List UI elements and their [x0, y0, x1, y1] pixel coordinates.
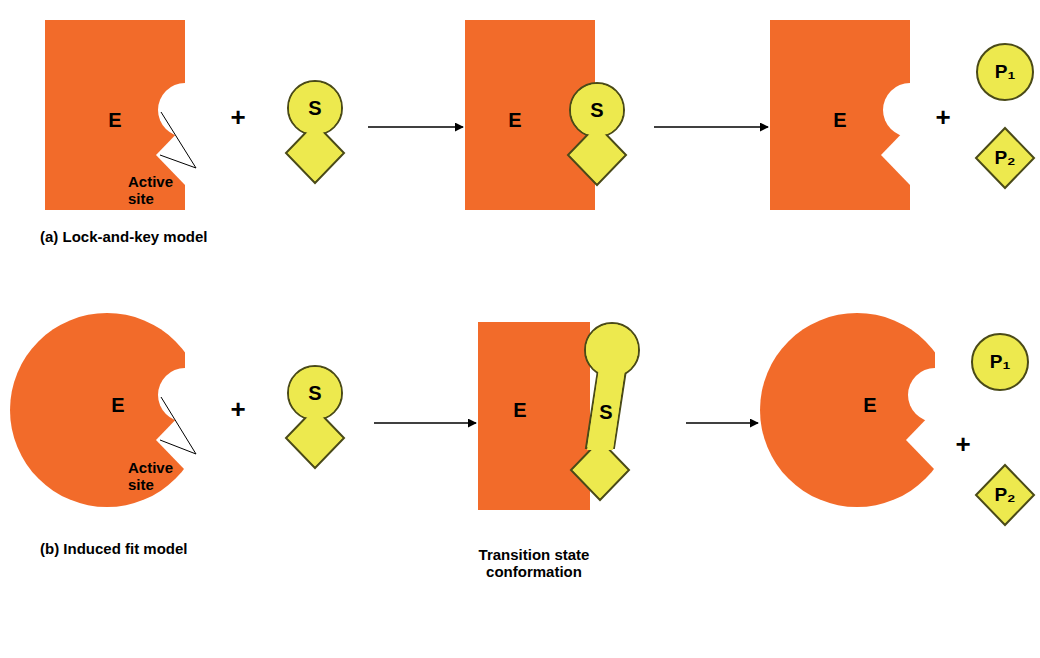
- substrate: S: [568, 83, 626, 185]
- state-caption: Transition state conformation: [459, 546, 609, 581]
- plus-sign: +: [955, 430, 970, 460]
- substrate-shape: [286, 366, 344, 468]
- reaction-arrow: [654, 126, 768, 128]
- panel-caption: (a) Lock-and-key model: [40, 228, 208, 245]
- active-site-label: Active site: [128, 459, 190, 494]
- substrate: S: [571, 323, 641, 500]
- active-site-label: Active site: [128, 173, 190, 208]
- shape-letter: E: [863, 394, 876, 416]
- shape-letter: S: [590, 99, 603, 121]
- reaction-arrow: [374, 422, 476, 424]
- product-diamond: P₂: [976, 128, 1034, 188]
- shape-letter: P₁: [995, 62, 1016, 83]
- product-circle: [972, 334, 1028, 390]
- leader-line: [161, 397, 196, 454]
- leader-line: [160, 155, 196, 168]
- enzyme-shape: [478, 322, 590, 510]
- plus-sign: +: [935, 103, 950, 133]
- shape-letter: E: [108, 109, 121, 131]
- product-diamond: [976, 128, 1034, 188]
- substrate-shape: [286, 81, 344, 183]
- enzyme-shape: [760, 313, 954, 507]
- shape-letter: E: [508, 109, 521, 131]
- shape-letter: S: [599, 401, 612, 423]
- plus-sign: +: [230, 395, 245, 425]
- reaction-arrow: [368, 126, 463, 128]
- product-circle: P₁: [972, 334, 1028, 390]
- shape-letter: S: [308, 382, 321, 404]
- enzyme: E: [760, 313, 935, 507]
- enzyme: E: [10, 313, 185, 507]
- product-circle: [977, 44, 1033, 100]
- shape-letter: S: [308, 97, 321, 119]
- substrate: S: [286, 366, 344, 468]
- panel-caption: (b) Induced fit model: [40, 540, 188, 557]
- enzyme-shape: [770, 20, 910, 210]
- shape-letter: E: [833, 109, 846, 131]
- enzyme: E: [465, 20, 565, 210]
- shape-letter: P₂: [994, 485, 1015, 506]
- enzyme-shape: [10, 313, 204, 507]
- substrate-shape: [568, 83, 626, 185]
- shape-letter: P₂: [994, 148, 1015, 169]
- leader-line: [161, 112, 196, 168]
- shape-letter: E: [111, 394, 124, 416]
- enzyme: E: [770, 20, 910, 210]
- leader-line: [160, 440, 196, 454]
- product-diamond: P₂: [976, 465, 1034, 525]
- reaction-arrow: [686, 422, 758, 424]
- stretched-substrate: [571, 323, 639, 500]
- substrate: S: [286, 81, 344, 183]
- shape-letter: E: [513, 399, 526, 421]
- plus-sign: +: [230, 103, 245, 133]
- product-circle: P₁: [977, 44, 1033, 100]
- product-diamond: [976, 465, 1034, 525]
- enzyme: E: [478, 322, 590, 510]
- shape-letter: P₁: [990, 352, 1011, 373]
